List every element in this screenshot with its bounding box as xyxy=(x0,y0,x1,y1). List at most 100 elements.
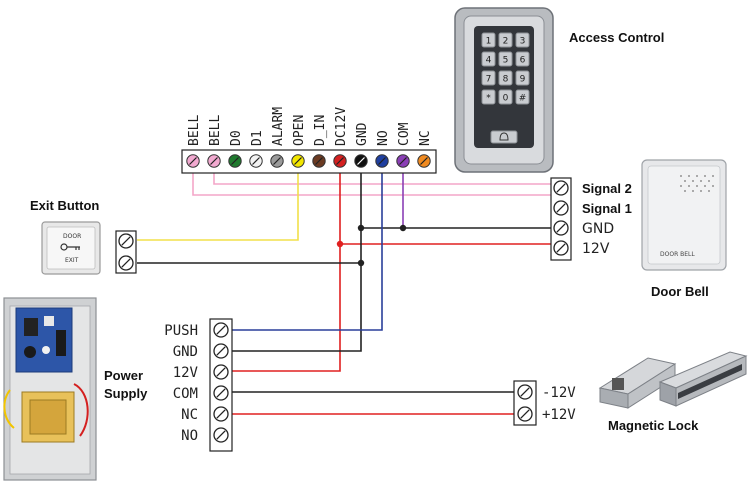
screw-terminal xyxy=(213,427,229,443)
lock-terminal-label: -12V xyxy=(542,385,576,401)
magnetic-lock-label: Magnetic Lock xyxy=(608,418,699,433)
wire-dc12v xyxy=(232,170,341,372)
junctions xyxy=(336,224,407,267)
grille-hole xyxy=(684,180,686,182)
keypad-key: 5 xyxy=(498,51,513,67)
controller-terminal xyxy=(249,154,263,168)
exit-button-face-bottom: EXIT xyxy=(65,257,79,264)
screw-terminal xyxy=(553,220,569,236)
controller-terminal xyxy=(207,154,221,168)
junction-dot xyxy=(399,224,407,232)
wire-gnd xyxy=(232,170,362,352)
power-terminal-label: COM xyxy=(173,386,198,402)
grille-hole xyxy=(704,185,706,187)
grille-hole xyxy=(680,175,682,177)
controller-terminal xyxy=(333,154,347,168)
magnetic-lock xyxy=(598,351,748,409)
door-bell: DOOR BELL xyxy=(641,159,727,271)
wire-no-push xyxy=(232,170,383,331)
grille-hole xyxy=(688,175,690,177)
screw-terminal xyxy=(213,364,229,380)
grille-hole xyxy=(680,185,682,187)
svg-text:4: 4 xyxy=(486,56,492,66)
grille-hole xyxy=(712,175,714,177)
grille-hole xyxy=(712,185,714,187)
bell-terminal-label: Signal 1 xyxy=(582,201,632,216)
bell-terminal-label: GND xyxy=(582,221,614,237)
keypad-key: 9 xyxy=(515,70,530,86)
junction-dot xyxy=(357,259,365,267)
power-supply-unit xyxy=(3,297,97,481)
exit-button-label: Exit Button xyxy=(30,198,99,213)
keypad-key: 2 xyxy=(498,32,513,48)
keypad-key: 3 xyxy=(515,32,530,48)
power-terminal-label: NC xyxy=(181,407,198,423)
door-bell-face-text: DOOR BELL xyxy=(660,251,695,258)
controller-terminal-label: GND xyxy=(355,122,370,146)
svg-text:6: 6 xyxy=(520,56,526,66)
lock-terminal-block: -12V +12V xyxy=(513,380,576,426)
grille-hole xyxy=(696,175,698,177)
keypad-key: 1 xyxy=(481,32,496,48)
controller-terminal-label: D_IN xyxy=(313,115,328,146)
junction-dot xyxy=(336,240,344,248)
keypad-key: 0 xyxy=(498,89,513,105)
controller-terminal-label: NC xyxy=(418,130,433,146)
bell-key-icon xyxy=(490,130,518,144)
bell-terminal-label: 12V xyxy=(582,241,610,257)
keypad-key: # xyxy=(515,89,530,105)
controller-terminal-label: DC12V xyxy=(334,107,349,146)
svg-text:0: 0 xyxy=(503,94,509,104)
screw-terminal xyxy=(517,406,533,422)
junction-dot xyxy=(357,224,365,232)
controller-terminal-label: NO xyxy=(376,130,391,146)
power-terminal-label: NO xyxy=(181,428,198,444)
controller-terminal xyxy=(186,154,200,168)
controller-terminal-label: BELL xyxy=(208,115,223,146)
screw-terminal xyxy=(553,240,569,256)
screw-terminal xyxy=(118,255,134,271)
controller-terminal xyxy=(291,154,305,168)
lock-terminal-label: +12V xyxy=(542,407,576,423)
wire-open-exit xyxy=(137,170,299,241)
grille-hole xyxy=(692,180,694,182)
screw-terminal xyxy=(213,406,229,422)
grille-hole xyxy=(708,190,710,192)
grille-hole xyxy=(700,180,702,182)
wire-bell2-signal1 xyxy=(213,170,560,185)
controller-terminal xyxy=(396,154,410,168)
wires xyxy=(137,170,560,415)
exit-button-face-top: DOOR xyxy=(63,233,81,240)
grille-hole xyxy=(700,190,702,192)
controller-terminal xyxy=(417,154,431,168)
grille-hole xyxy=(708,180,710,182)
keypad-key: 4 xyxy=(481,51,496,67)
controller-terminal-label: D1 xyxy=(250,130,265,146)
grille-hole xyxy=(692,190,694,192)
controller-terminal-label: OPEN xyxy=(292,115,307,146)
controller-terminal xyxy=(354,154,368,168)
controller-terminal xyxy=(228,154,242,168)
controller-terminal-label: COM xyxy=(397,122,412,146)
svg-text:#: # xyxy=(519,94,527,104)
grille-hole xyxy=(696,185,698,187)
screw-terminal xyxy=(553,180,569,196)
power-terminal-label: GND xyxy=(173,344,198,360)
screw-terminal xyxy=(118,233,134,249)
screw-terminal xyxy=(213,343,229,359)
key-icon-shaft xyxy=(67,246,80,250)
power-supply-label-line1: Power xyxy=(104,368,143,383)
svg-text:2: 2 xyxy=(503,37,509,47)
svg-text:8: 8 xyxy=(503,75,509,85)
grille-hole xyxy=(688,185,690,187)
grille-hole xyxy=(684,190,686,192)
screw-terminal xyxy=(213,322,229,338)
access-control-label: Access Control xyxy=(569,30,664,45)
svg-text:7: 7 xyxy=(486,75,492,85)
screw-terminal xyxy=(517,384,533,400)
